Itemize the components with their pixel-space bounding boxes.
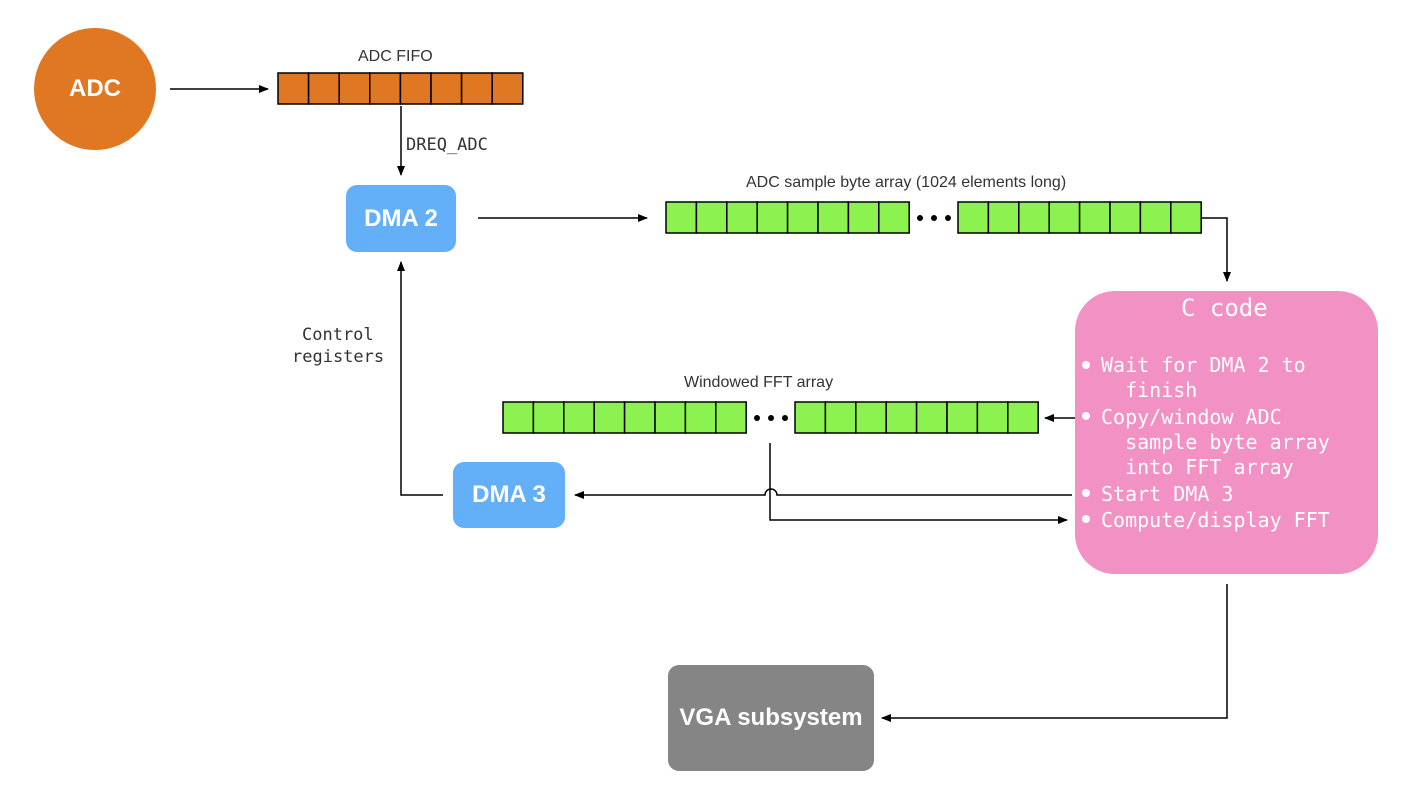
array-cell [563,401,595,434]
c-code-bullet-wait: Wait for DMA 2 to finish [1101,353,1306,402]
adc-node [34,28,156,150]
array-cell [794,401,827,434]
array-cell [665,201,698,234]
c-code-bullet-dots [1082,361,1090,523]
vga-node [668,665,874,771]
dma2-label: DMA 2 [364,204,438,232]
array-cell [623,401,656,434]
dma3-node [453,462,565,528]
fifo-cell [491,72,524,105]
array-cell [824,401,857,434]
array-cell [915,401,948,434]
c-code-bullet-compute: Compute/display FFT [1101,508,1330,532]
array-cell [654,401,687,434]
adc-sample-array [665,201,1202,234]
array-cell [726,201,758,234]
vga-label: VGA subsystem [679,704,863,731]
arrow-dma3-to-dma2 [397,261,443,496]
array-cell [715,401,747,434]
fft-array-caption: Windowed FFT array [684,374,834,391]
sample-array-ellipsis [917,215,951,221]
array-cell [1170,201,1202,234]
array-cell [885,401,918,434]
array-cell [756,201,789,234]
array-cell [946,401,979,434]
fifo-cell [460,72,493,105]
array-cell [855,401,887,434]
array-cell [817,201,850,234]
c-code-bullet-start: Start DMA 3 [1101,482,1234,506]
fifo-cell [338,72,371,105]
array-cell [695,201,728,234]
array-cell [976,401,1009,434]
array-cell [1018,201,1050,234]
adc-fifo-caption: ADC FIFO [358,48,433,65]
fifo-cell [277,72,310,105]
fft-array [502,401,1039,434]
adc-label: ADC [69,75,121,102]
array-cell [1109,201,1142,234]
sample-array-caption: ADC sample byte array (1024 elements lon… [746,174,1067,191]
dma2-node [346,185,456,252]
arrow-fft-array-to-ccode [769,443,1068,524]
arrow-ccode-to-vga [881,584,1228,722]
fifo-cell [399,72,432,105]
control-registers-line1: Control [302,325,374,345]
array-cell [1048,201,1081,234]
array-cell [593,401,626,434]
arrow-sample-array-to-ccode [1202,217,1231,282]
dreq-adc-label: DREQ_ADC [406,135,488,155]
control-registers-line2: registers [292,347,385,367]
c-code-block [1075,291,1378,574]
array-cell [878,201,910,234]
array-cell [786,201,819,234]
c-code-bullet-copy: Copy/window ADC sample byte array into F… [1101,405,1330,479]
arrow-ccode-to-dma3 [574,488,1072,499]
array-cell [532,401,565,434]
array-cell [1078,201,1111,234]
array-cell [987,201,1020,234]
array-cell [502,401,535,434]
fifo-cell [307,72,340,105]
fifo-cell [430,72,463,105]
array-cell [957,201,990,234]
fft-array-ellipsis [754,415,788,421]
array-cell [1007,401,1039,434]
c-code-title: C code [1181,294,1268,322]
array-cell [1139,201,1172,234]
array-cell [684,401,717,434]
dma3-label: DMA 3 [472,481,546,508]
fifo-cell [369,72,402,105]
adc-fifo-array [277,72,524,105]
array-cell [847,201,880,234]
